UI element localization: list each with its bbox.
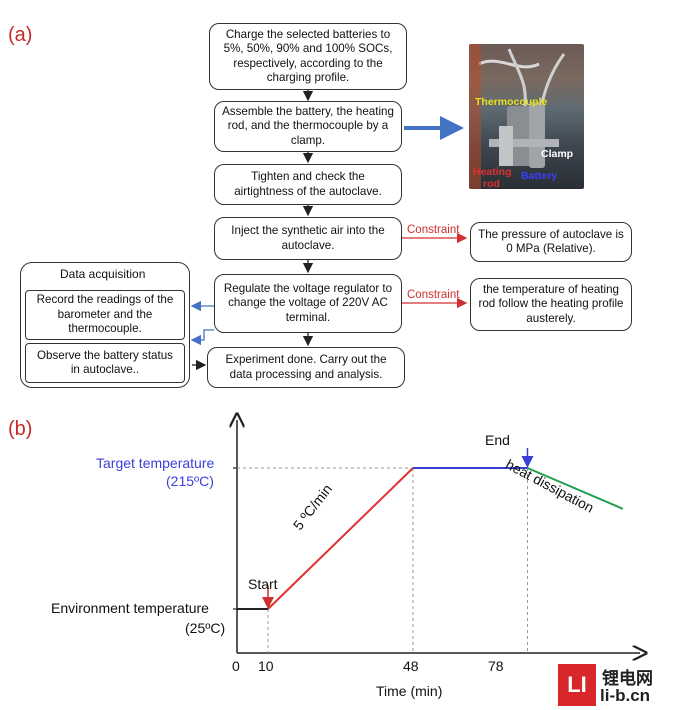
apparatus-illustration [469, 44, 566, 189]
x-tick-78: 78 [488, 658, 504, 674]
flowchart-connectors [190, 90, 468, 371]
watermark-logo: LI [558, 664, 596, 706]
data-acquisition-title: Data acquisition [60, 267, 146, 281]
constraint-box-pressure: The pressure of autoclave is 0 MPa (Rela… [470, 222, 632, 262]
x-tick-10: 10 [258, 658, 274, 674]
panel-a-label: (a) [8, 24, 33, 46]
acq-observe-battery: Observe the battery status in autoclave.… [25, 343, 185, 383]
x-tick-0: 0 [232, 658, 240, 674]
acq-arrow-2 [190, 329, 214, 346]
flow-step-regulate: Regulate the voltage regulator to change… [214, 274, 402, 333]
environment-temperature-label: Environment temperature [51, 600, 209, 616]
photo-label-thermocouple: Thermocouple [475, 96, 548, 108]
watermark-domain: li-b.cn [600, 686, 651, 705]
photo-label-rod: rod [483, 178, 500, 189]
photo-label-heating: Heating [473, 166, 512, 178]
start-label: Start [248, 576, 278, 592]
acq-record-readings: Record the readings of the barometer and… [25, 290, 185, 340]
x-axis-label: Time (min) [376, 683, 443, 699]
environment-temperature-value: (25ºC) [185, 620, 226, 636]
watermark-brand: 锂电网 [602, 669, 653, 688]
flow-step-tighten: Tighten and check the airtightness of th… [214, 164, 402, 205]
end-label: End [485, 432, 510, 448]
constraint-label-1: Constraint [407, 224, 460, 236]
x-tick-48: 48 [403, 658, 419, 674]
target-temperature-label: Target temperature [96, 455, 215, 471]
flow-step-charge: Charge the selected batteries to 5%, 50%… [209, 23, 407, 90]
series-segment-3 [527, 467, 624, 510]
target-temperature-value: (215ºC) [166, 473, 214, 489]
apparatus-photo: Thermocouple Clamp Heating rod Battery [469, 44, 584, 189]
flow-step-assemble: Assemble the battery, the heating rod, a… [214, 101, 402, 152]
series-segment-1 [267, 467, 414, 610]
photo-label-clamp: Clamp [541, 148, 574, 160]
constraint-box-temperature: the temperature of heating rod follow th… [470, 278, 632, 331]
photo-label-battery: Battery [521, 170, 558, 182]
data-acquisition-group [20, 262, 190, 388]
temperature-profile-chart [0, 400, 677, 710]
flow-step-done: Experiment done. Carry out the data proc… [207, 347, 405, 388]
constraint-label-2: Constraint [407, 289, 460, 301]
flow-step-inject: Inject the synthetic air into the autocl… [214, 217, 402, 260]
panel-b-label: (b) [8, 418, 33, 440]
